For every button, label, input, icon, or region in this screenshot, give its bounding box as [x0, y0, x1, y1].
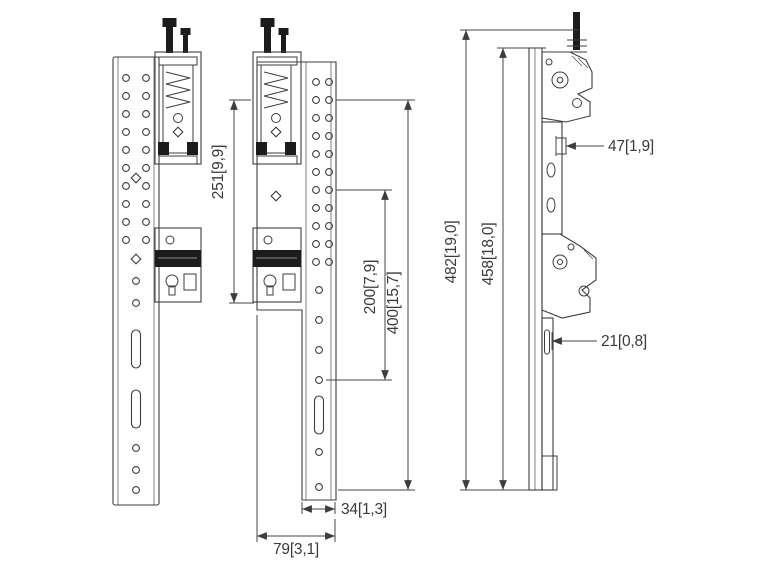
dim-200: 200[7,9] — [326, 189, 392, 381]
left-rail-clamp-mechanism — [154, 227, 202, 303]
dim-label-21: 21[0,8] — [601, 333, 647, 350]
right-rail-clamp-mechanism — [252, 227, 302, 303]
dim-21: 21[0,8] — [551, 332, 647, 350]
left-rail-hole-pattern — [122, 74, 150, 494]
foot-bracket — [541, 455, 558, 491]
dim-label-400: 400[15,7] — [385, 272, 402, 335]
side-mid-section — [541, 121, 567, 235]
dim-label-458: 458[18,0] — [480, 223, 497, 286]
dim-251: 251[9,9] — [210, 99, 254, 304]
right-rail-top-latch-mechanism — [252, 18, 302, 165]
side-lower-hook — [541, 233, 597, 319]
bolt-head — [162, 18, 177, 27]
left-rail-top-latch-mechanism — [154, 18, 202, 165]
keyhole — [165, 274, 179, 288]
adjustment-bolt — [573, 12, 580, 50]
spring-coil — [165, 71, 191, 109]
front-view-left-rail — [112, 18, 202, 506]
dim-label-47: 47[1,9] — [608, 138, 654, 155]
bolt-head — [260, 18, 275, 27]
dim-label-200: 200[7,9] — [362, 260, 379, 314]
dim-label-482: 482[19,0] — [443, 221, 460, 284]
dim-label-79: 79[3,1] — [273, 541, 319, 558]
dim-label-251: 251[9,9] — [210, 145, 227, 199]
dim-47: 47[1,9] — [555, 136, 654, 156]
front-view-right-rail — [252, 18, 337, 501]
dim-400: 400[15,7] — [336, 99, 415, 491]
dimension-annotations: 251[9,9] 200[7,9] 400[15,7] 482[19,0] — [210, 29, 654, 558]
bolt-shaft — [166, 27, 173, 53]
side-top-hook — [541, 51, 593, 123]
dim-482: 482[19,0] — [443, 29, 578, 491]
hook-tab — [555, 137, 567, 155]
dim-34: 34[1,3] — [301, 501, 387, 518]
lock-slot — [544, 329, 550, 355]
spring-coil — [263, 71, 289, 109]
dim-79: 79[3,1] — [256, 315, 336, 558]
dim-458: 458[18,0] — [480, 47, 546, 490]
side-lower-strip — [541, 317, 558, 491]
bolt-shaft — [264, 27, 271, 53]
side-wall-plate — [528, 47, 543, 491]
side-view — [528, 12, 597, 491]
keyhole — [263, 274, 277, 288]
dim-label-34: 34[1,3] — [341, 501, 387, 518]
